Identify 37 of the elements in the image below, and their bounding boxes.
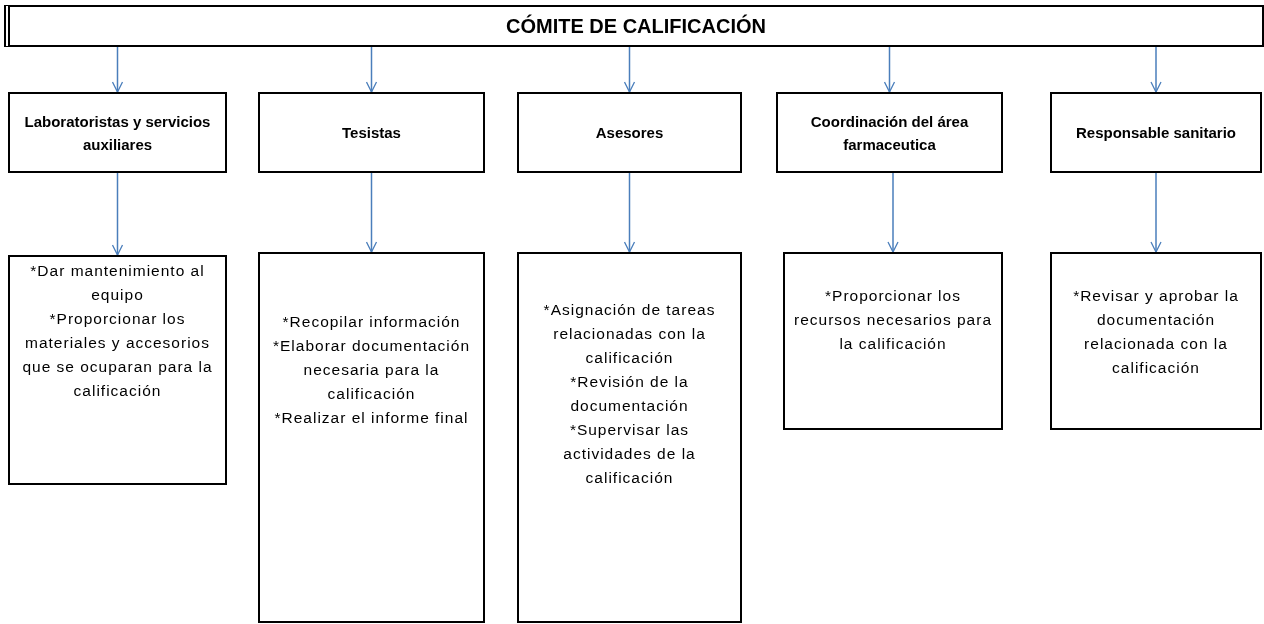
- task-text: *Asignación de tareas relacionadas con la calificación: [542, 300, 717, 368]
- arrow: [623, 172, 636, 253]
- arrow: [887, 172, 899, 253]
- task-text: *Revisión de la documentación: [569, 372, 690, 416]
- task-text: *Proporcionar los materiales y accesorios que se ocuparan para la calificación: [21, 309, 214, 401]
- role-label: Asesores: [595, 123, 664, 143]
- task-box: [258, 252, 485, 623]
- task-text: *Proporcionar los recursos necesarios para la calificación: [793, 286, 993, 354]
- arrow: [623, 46, 636, 93]
- role-label: Laboratoristas y servicios auxiliares: [23, 111, 212, 155]
- task-box: [1050, 252, 1262, 430]
- arrow: [111, 172, 124, 256]
- task-text: *Dar mantenimiento al equipo: [29, 261, 206, 305]
- task-text: *Revisar y aprobar la documentación relacionada con la calificación: [1072, 286, 1240, 378]
- role-box: [776, 92, 1003, 173]
- role-label: Tesistas: [342, 123, 401, 143]
- task-text: *Realizar el informe final: [274, 408, 469, 428]
- task-box: [783, 252, 1003, 430]
- arrow: [1150, 172, 1162, 253]
- arrow: [1150, 46, 1162, 93]
- arrow: [365, 46, 378, 93]
- task-box: [8, 255, 227, 485]
- arrow: [111, 46, 124, 93]
- role-box: [1050, 92, 1262, 173]
- task-text: *Recopilar información: [282, 312, 461, 332]
- title-text: CÓMITE DE CALIFICACIÓN: [506, 14, 766, 38]
- role-label: Coordinación del área farmaceutica: [809, 111, 970, 155]
- task-box: [517, 252, 742, 623]
- task-text: *Elaborar documentación necesaria para la calificación: [271, 336, 472, 404]
- arrow: [883, 46, 896, 93]
- title-bar: [4, 5, 1264, 47]
- arrow: [365, 172, 378, 253]
- role-label: Responsable sanitario: [1075, 123, 1237, 143]
- role-box: [258, 92, 485, 173]
- role-box: [517, 92, 742, 173]
- task-text: *Supervisar las actividades de la calificación: [562, 420, 697, 488]
- role-box: [8, 92, 227, 173]
